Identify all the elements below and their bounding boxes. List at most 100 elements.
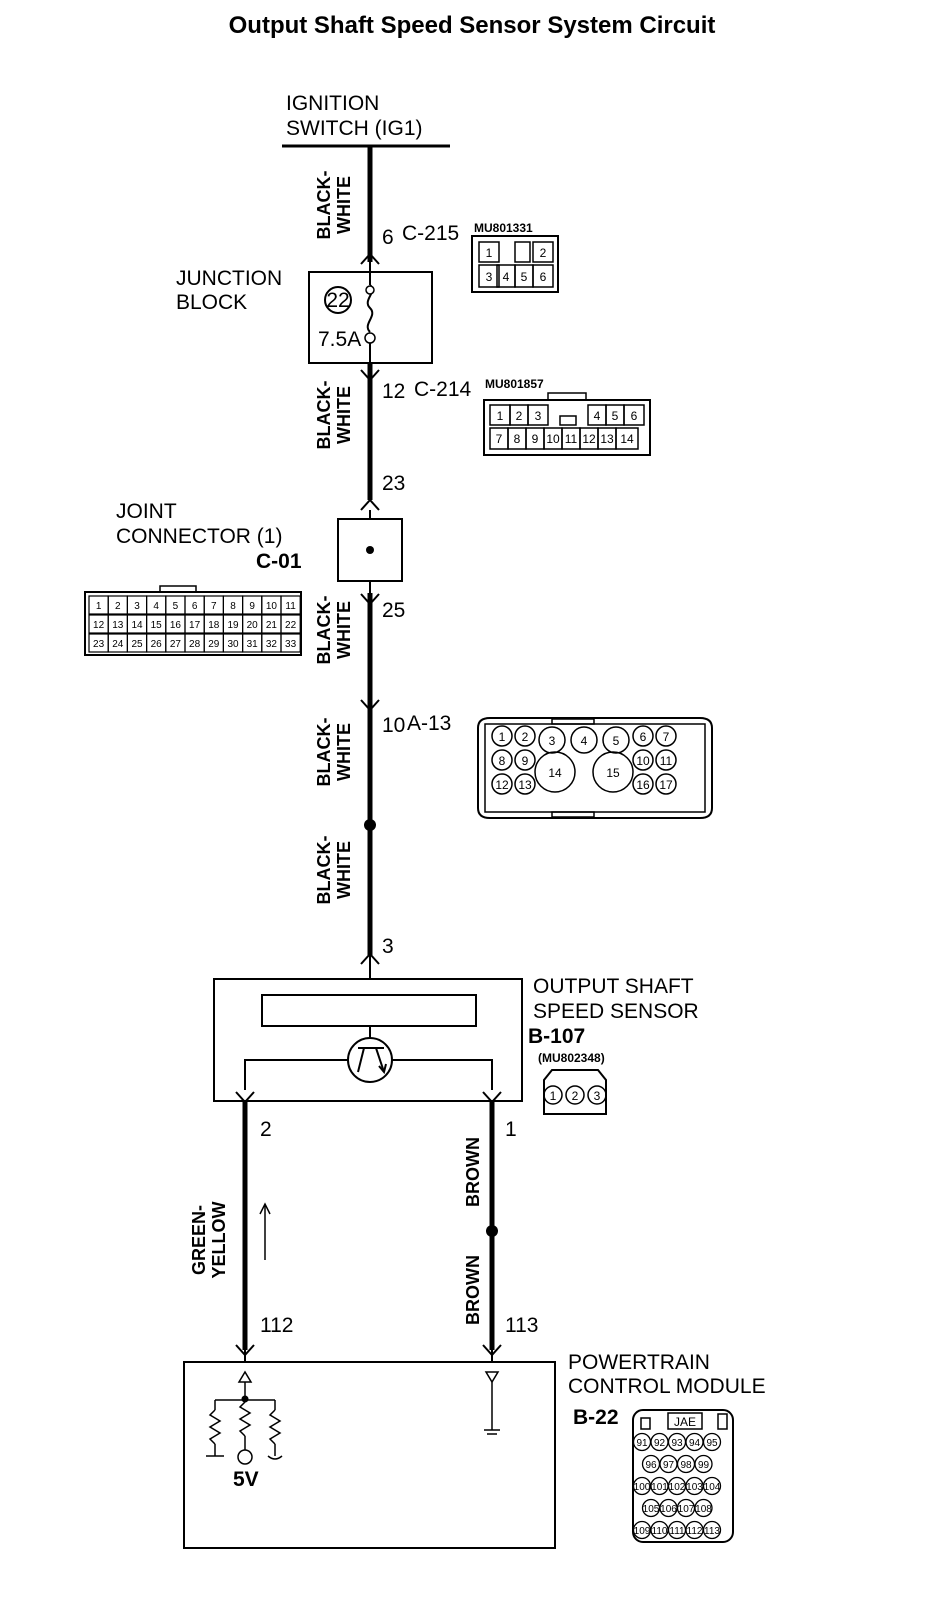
sensor-label-2: SPEED SENSOR — [533, 1000, 699, 1023]
c01-pin-33: 33 — [285, 639, 297, 650]
c01-pin-7: 7 — [211, 601, 217, 612]
c215-pin-4: 4 — [503, 270, 510, 284]
b22-pin-95: 95 — [706, 1438, 718, 1449]
c01-pin-11: 11 — [285, 601, 296, 612]
wire-color-5-b: WHITE — [334, 841, 354, 899]
fuse-number: 22 — [326, 289, 349, 312]
c01-pin-15: 15 — [151, 620, 163, 631]
b22-pin-98: 98 — [680, 1460, 692, 1471]
b22-pin-96: 96 — [645, 1460, 657, 1471]
joint-label-2: CONNECTOR (1) — [116, 525, 282, 548]
wire-color-ground-1: BROWN — [463, 1137, 483, 1207]
c01-pin-30: 30 — [227, 639, 239, 650]
wire-color-2: BLACK- WHITE — [314, 381, 354, 450]
c01-pin-25: 25 — [131, 639, 143, 650]
c01-pin-8: 8 — [230, 601, 236, 612]
a13-pin-15: 15 — [606, 766, 620, 780]
c01-pin-17: 17 — [189, 620, 201, 631]
a13-pin-5: 5 — [613, 734, 620, 748]
b107-pin-2: 2 — [572, 1089, 579, 1103]
c01-pin-1: 1 — [96, 601, 102, 612]
pcm-5v-source — [237, 1449, 253, 1465]
b107-connector-face: 1 2 3 — [543, 1069, 607, 1115]
ignition-label-2: SWITCH (IG1) — [286, 117, 423, 140]
b22-pin-104: 104 — [704, 1482, 721, 1493]
a13-pin-17: 17 — [659, 778, 673, 792]
wire-color-signal-a: GREEN- — [189, 1205, 209, 1275]
c214-pin-5: 5 — [612, 409, 619, 423]
c01-pin-19: 19 — [227, 620, 239, 631]
c214-pin: 12 — [382, 380, 405, 403]
b22-pin-94: 94 — [689, 1438, 701, 1449]
b22-pin-103: 103 — [686, 1482, 703, 1493]
c214-id: C-214 — [414, 378, 472, 401]
fuse-number-circle — [324, 286, 352, 314]
a13-pin-3: 3 — [549, 734, 556, 748]
a13-pin-9: 9 — [522, 754, 529, 768]
wire-color-4-a: BLACK- — [314, 718, 334, 787]
c215-pin-1: 1 — [486, 246, 493, 260]
c214-pin-6: 6 — [631, 409, 638, 423]
sensor-id: B-107 — [528, 1025, 585, 1048]
wire-color-2-a: BLACK- — [314, 381, 334, 450]
c01-pin-23: 23 — [93, 639, 105, 650]
ignition-label-1: IGNITION — [286, 92, 379, 115]
wire-color-signal: GREEN- YELLOW — [189, 1201, 229, 1278]
sensor-part: (MU802348) — [538, 1051, 605, 1065]
c01-pin-6: 6 — [192, 601, 198, 612]
c01-pin-16: 16 — [170, 620, 182, 631]
sensor-pin-ground: 1 — [505, 1118, 517, 1141]
fuse-rating: 7.5A — [318, 328, 361, 351]
b22-pin-93: 93 — [671, 1438, 683, 1449]
c215-pin-5: 5 — [521, 270, 528, 284]
c01-pin-20: 20 — [247, 620, 259, 631]
wire-color-3-a: BLACK- — [314, 596, 334, 665]
c01-pin-22: 22 — [285, 620, 297, 631]
junction-label-2: BLOCK — [176, 291, 247, 314]
a13-pin-1: 1 — [499, 730, 506, 744]
b22-pin-109: 109 — [634, 1526, 651, 1537]
joint-terminal-in — [360, 498, 380, 511]
c214-pin-9: 9 — [532, 432, 539, 446]
wire-color-1-a: BLACK- — [314, 171, 334, 240]
wire-color-2-b: WHITE — [334, 386, 354, 444]
pcm-label-2: CONTROL MODULE — [568, 1375, 766, 1398]
c214-pin-2: 2 — [516, 409, 523, 423]
sensor-transistor — [347, 1037, 393, 1083]
c215-connector-face: 1 2 3 4 5 6 — [471, 235, 559, 293]
c01-pin-32: 32 — [266, 639, 278, 650]
b22-pin-99: 99 — [698, 1460, 710, 1471]
a13-terminal — [360, 699, 380, 712]
wire-color-3: BLACK- WHITE — [314, 596, 354, 665]
b107-pin-1: 1 — [550, 1089, 557, 1103]
sensor-terminal-supply — [360, 952, 380, 965]
b22-pin-111: 111 — [669, 1526, 685, 1537]
c215-pin-2: 2 — [540, 246, 547, 260]
wire-color-4: BLACK- WHITE — [314, 718, 354, 787]
c215-pin: 6 — [382, 226, 394, 249]
pcm-box — [183, 1361, 556, 1549]
wire-color-ground-1-text: BROWN — [463, 1137, 483, 1207]
c214-pin-1: 1 — [497, 409, 504, 423]
c214-pin-7: 7 — [496, 432, 503, 446]
b22-pin-97: 97 — [663, 1460, 675, 1471]
c01-pin-21: 21 — [266, 620, 278, 631]
c214-pin-11: 11 — [565, 432, 578, 446]
b22-pin-100: 100 — [634, 1482, 651, 1493]
wire-color-4-b: WHITE — [334, 723, 354, 781]
a13-pin-10: 10 — [636, 754, 650, 768]
sensor-pin-signal: 2 — [260, 1118, 272, 1141]
c214-pin-13: 13 — [600, 432, 614, 446]
b22-pin-112: 112 — [687, 1526, 703, 1537]
splice-dot — [364, 819, 376, 831]
joint-id: C-01 — [256, 550, 302, 573]
c214-pin-14: 14 — [620, 432, 634, 446]
c01-pin-13: 13 — [112, 620, 124, 631]
joint-terminal-out — [360, 593, 380, 606]
c215-pin-6: 6 — [540, 270, 547, 284]
c215-terminal — [360, 252, 380, 265]
c01-pin-18: 18 — [208, 620, 220, 631]
